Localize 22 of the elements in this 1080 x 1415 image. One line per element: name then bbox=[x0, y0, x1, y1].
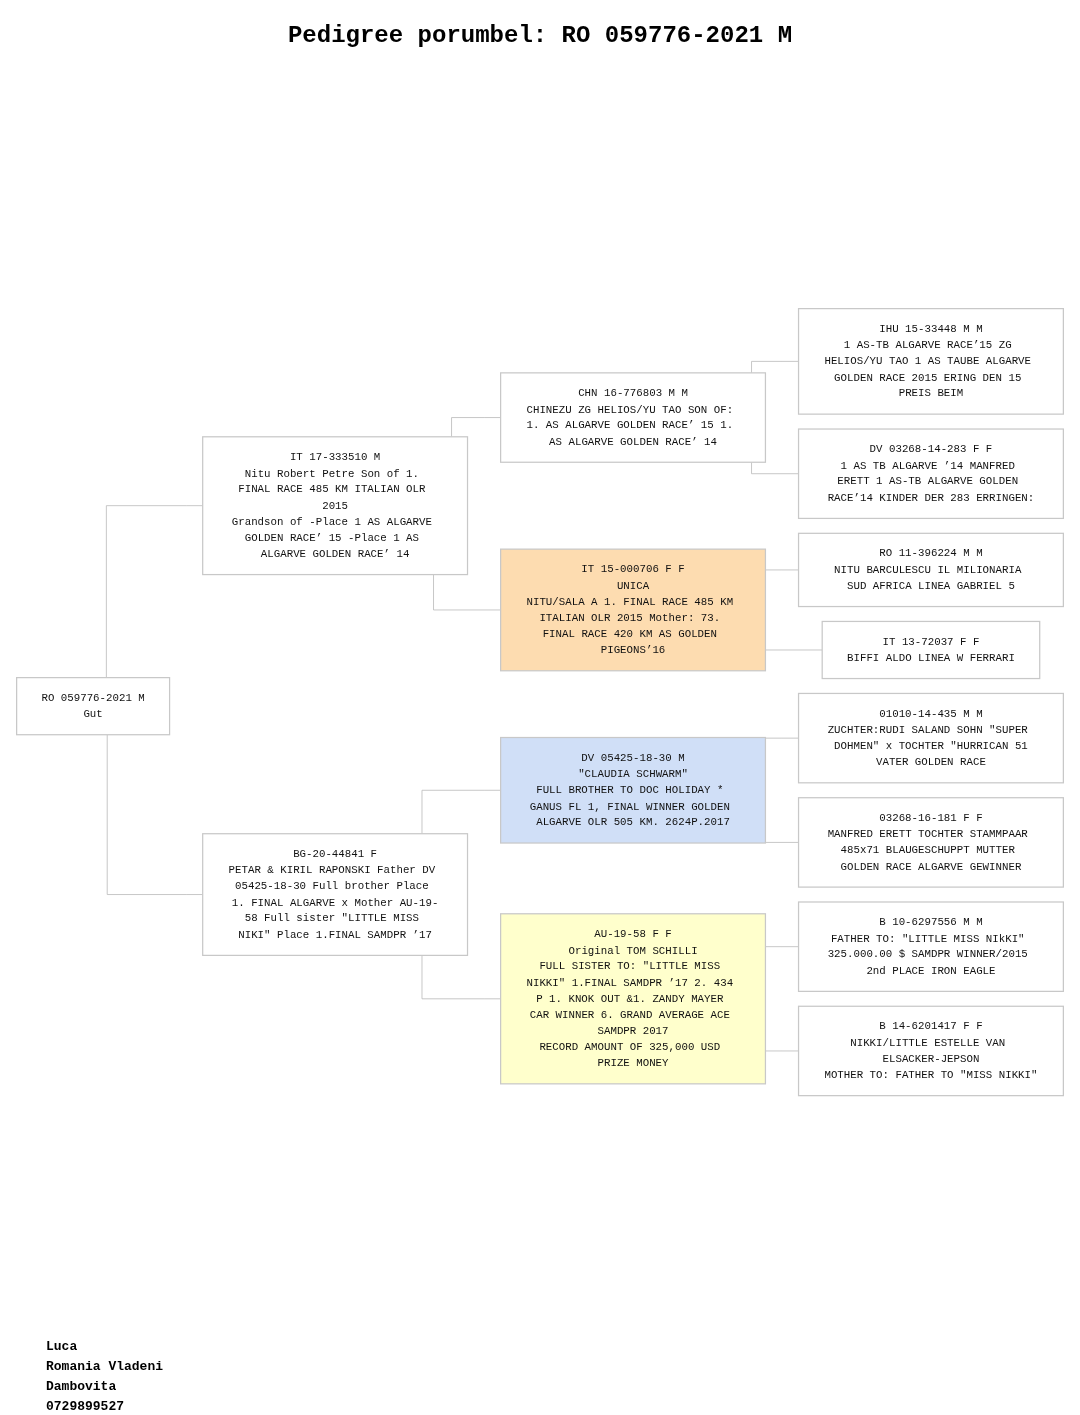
node-box: DV 03268-14-283 F F 1 AS TB ALGARVE ’14 MANFRED ERETT 1 AS-TB ALGARVE GOLDEN RACE’14 KINDER DER 283 ERRINGEN: bbox=[797, 428, 1064, 519]
footer-text: Dambovita bbox=[46, 1378, 117, 1396]
node-box: B 10-6297556 M M FATHER TO: "LITTLE MISS NIkKI" 325.000.00 $ SAMDPR WINNER/2015 2nd PLACE IRON EAGLE bbox=[797, 901, 1064, 992]
node-box: DV 05425-18-30 M "CLAUDIA SCHWARM" FULL BROTHER TO DOC HOLIDAY * GANUS FL 1, FINAL WINNER GOLDEN ALGARVE OLR 505 KM. 2624P.2017 bbox=[500, 736, 767, 844]
node-box: RO 059776-2021 M Gut bbox=[16, 676, 171, 736]
node-box: BG-20-44841 F PETAR & KIRIL RAPONSKI Father DV 05425-18-30 Full brother Place 1. FINAL ALGARVE x Mother AU-19-58 Full sister "LITTLE MISS NIKI" Place 1.FINAL SAMDPR ’17 bbox=[202, 832, 469, 956]
node-box: AU-19-58 F F Original TOM SCHILLI FULL SISTER TO: "LITTLE MISS NIKKI" 1.FINAL SAMDPR ’17 2. 434 P 1. KNOK OUT &1. ZANDY MAYER CAR WINNER 6. GRAND AVERAGE ACE SAMDPR 2017 RECORD AMOUNT OF 325,000 USD PRIZE MONEY bbox=[500, 913, 767, 1085]
node-box: 03268-16-181 F F MANFRED ERETT TOCHTER STAMMPAAR 485x71 BLAUGESCHUPPT MUTTER GOLDEN RACE ALGARVE GEWINNER bbox=[797, 796, 1064, 888]
node-box: B 14-6201417 F F NIKKI/LITTLE ESTELLE VAN ELSACKER-JEPSON MOTHER TO: FATHER TO "MISS NIKKI" bbox=[797, 1005, 1064, 1097]
connector bbox=[751, 360, 799, 374]
node-box: 01010-14-435 M M ZUCHTER:RUDI SALAND SOHN "SUPER DOHMEN" x TOCHTER "HURRICAN 51 VATER GOLDEN RACE bbox=[797, 692, 1064, 784]
footer-text: 0729899527 bbox=[46, 1398, 124, 1415]
footer-text: Luca bbox=[46, 1338, 78, 1356]
footer-text: Romania Vladeni bbox=[46, 1358, 164, 1376]
node-box: IT 15-000706 F F UNICA NITU/SALA A 1. FINAL RACE 485 KM ITALIAN OLR 2015 Mother: 73. FINAL RACE 420 KM AS GOLDEN PIGEONS’16 bbox=[500, 548, 767, 672]
node-box: IHU 15-33448 M M 1 AS-TB ALGARVE RACE’15 ZG HELIOS/YU TAO 1 AS TAUBE ALGARVE GOLDEN RACE 2015 ERING DEN 15 PREIS BEIM bbox=[797, 307, 1064, 415]
node-box: IT 17-333510 M Nitu Robert Petre Son of 1. FINAL RACE 485 KM ITALIAN OLR 2015 Grandson of -Place 1 AS ALGARVE GOLDEN RACE’ 15 -Place 1 AS ALGARVE GOLDEN RACE’ 14 bbox=[202, 436, 469, 576]
node-box: RO 11-396224 M M NITU BARCULESCU IL MILIONARIA SUD AFRICA LINEA GABRIEL 5 bbox=[797, 532, 1064, 608]
node-box: CHN 16-776803 M M CHINEZU ZG HELIOS/YU TAO SON OF: 1. AS ALGARVE GOLDEN RACE’ 15 1. AS ALGARVE GOLDEN RACE’ 14 bbox=[500, 372, 767, 463]
connector bbox=[751, 461, 799, 474]
node-box: IT 13-72037 F F BIFFI ALDO LINEA W FERRARI bbox=[821, 620, 1041, 680]
title: Pedigree porumbel: RO 059776-2021 M bbox=[286, 22, 794, 49]
